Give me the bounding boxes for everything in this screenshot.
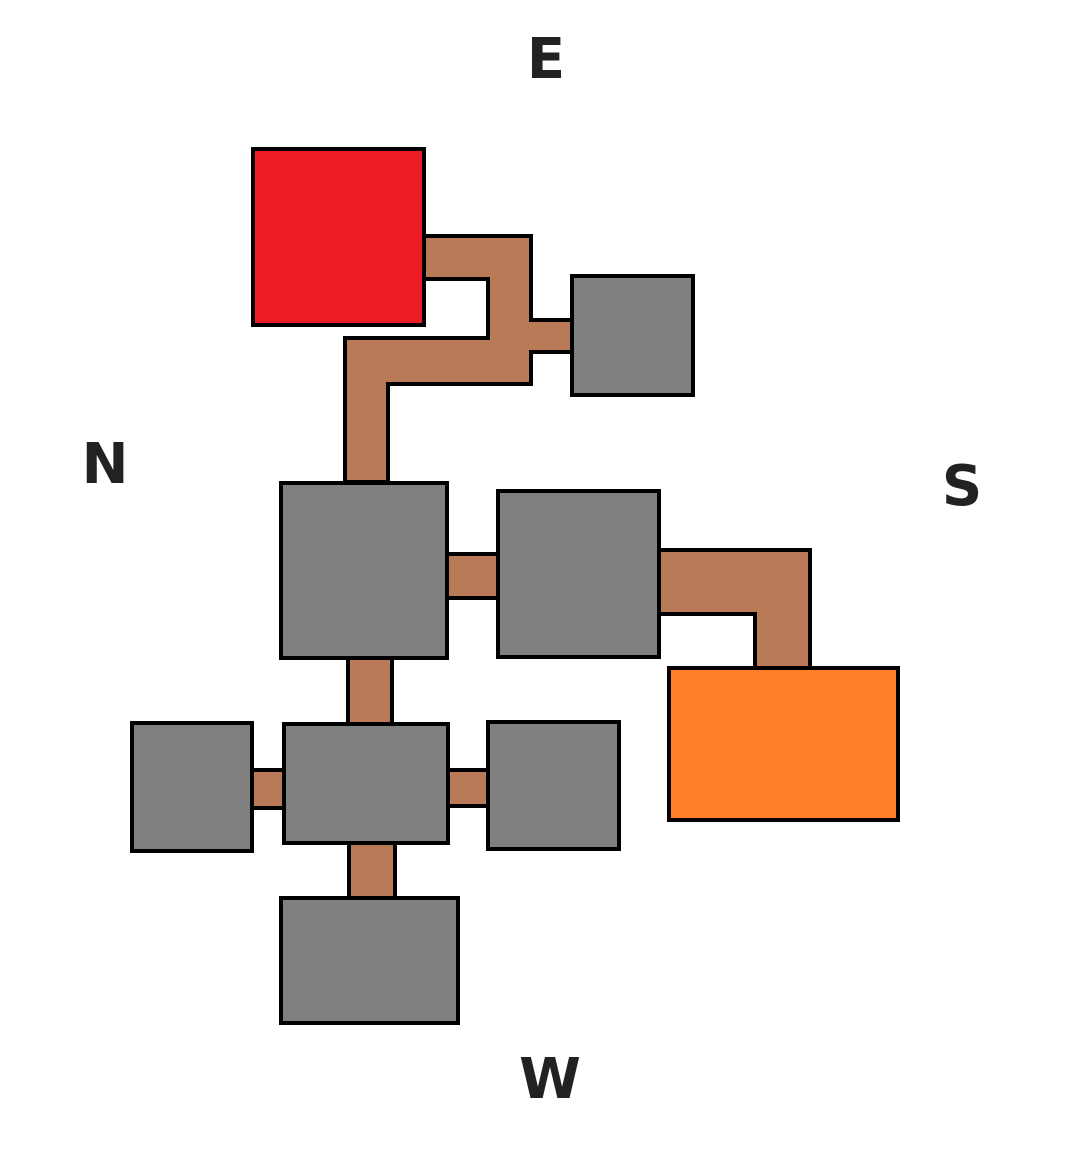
rooms	[130, 147, 900, 1025]
corridor-west-left-to-center	[249, 768, 287, 810]
compass-south-label: S	[942, 454, 982, 519]
room-red[interactable]	[251, 147, 426, 327]
room-top-right[interactable]	[570, 274, 695, 397]
room-west-left[interactable]	[130, 721, 254, 853]
corridor-center-to-west-right	[445, 768, 491, 808]
compass-north-label: N	[82, 432, 129, 497]
room-west-right[interactable]	[486, 720, 621, 851]
room-center[interactable]	[282, 722, 450, 845]
room-hub-south[interactable]	[496, 489, 661, 659]
compass-west-label: W	[519, 1047, 581, 1112]
compass: E N S W	[82, 27, 983, 1112]
room-hub[interactable]	[279, 481, 449, 660]
corridor-center-to-bottom	[347, 840, 397, 902]
room-bottom[interactable]	[279, 896, 460, 1025]
corridor-hub-to-center	[346, 656, 394, 726]
corridor-hub-south-to-orange	[657, 548, 812, 670]
corridor-red-to-top-right	[343, 234, 574, 484]
corridor-hub-to-hub-south	[444, 552, 500, 600]
compass-east-label: E	[527, 27, 565, 92]
room-orange[interactable]	[667, 666, 900, 822]
